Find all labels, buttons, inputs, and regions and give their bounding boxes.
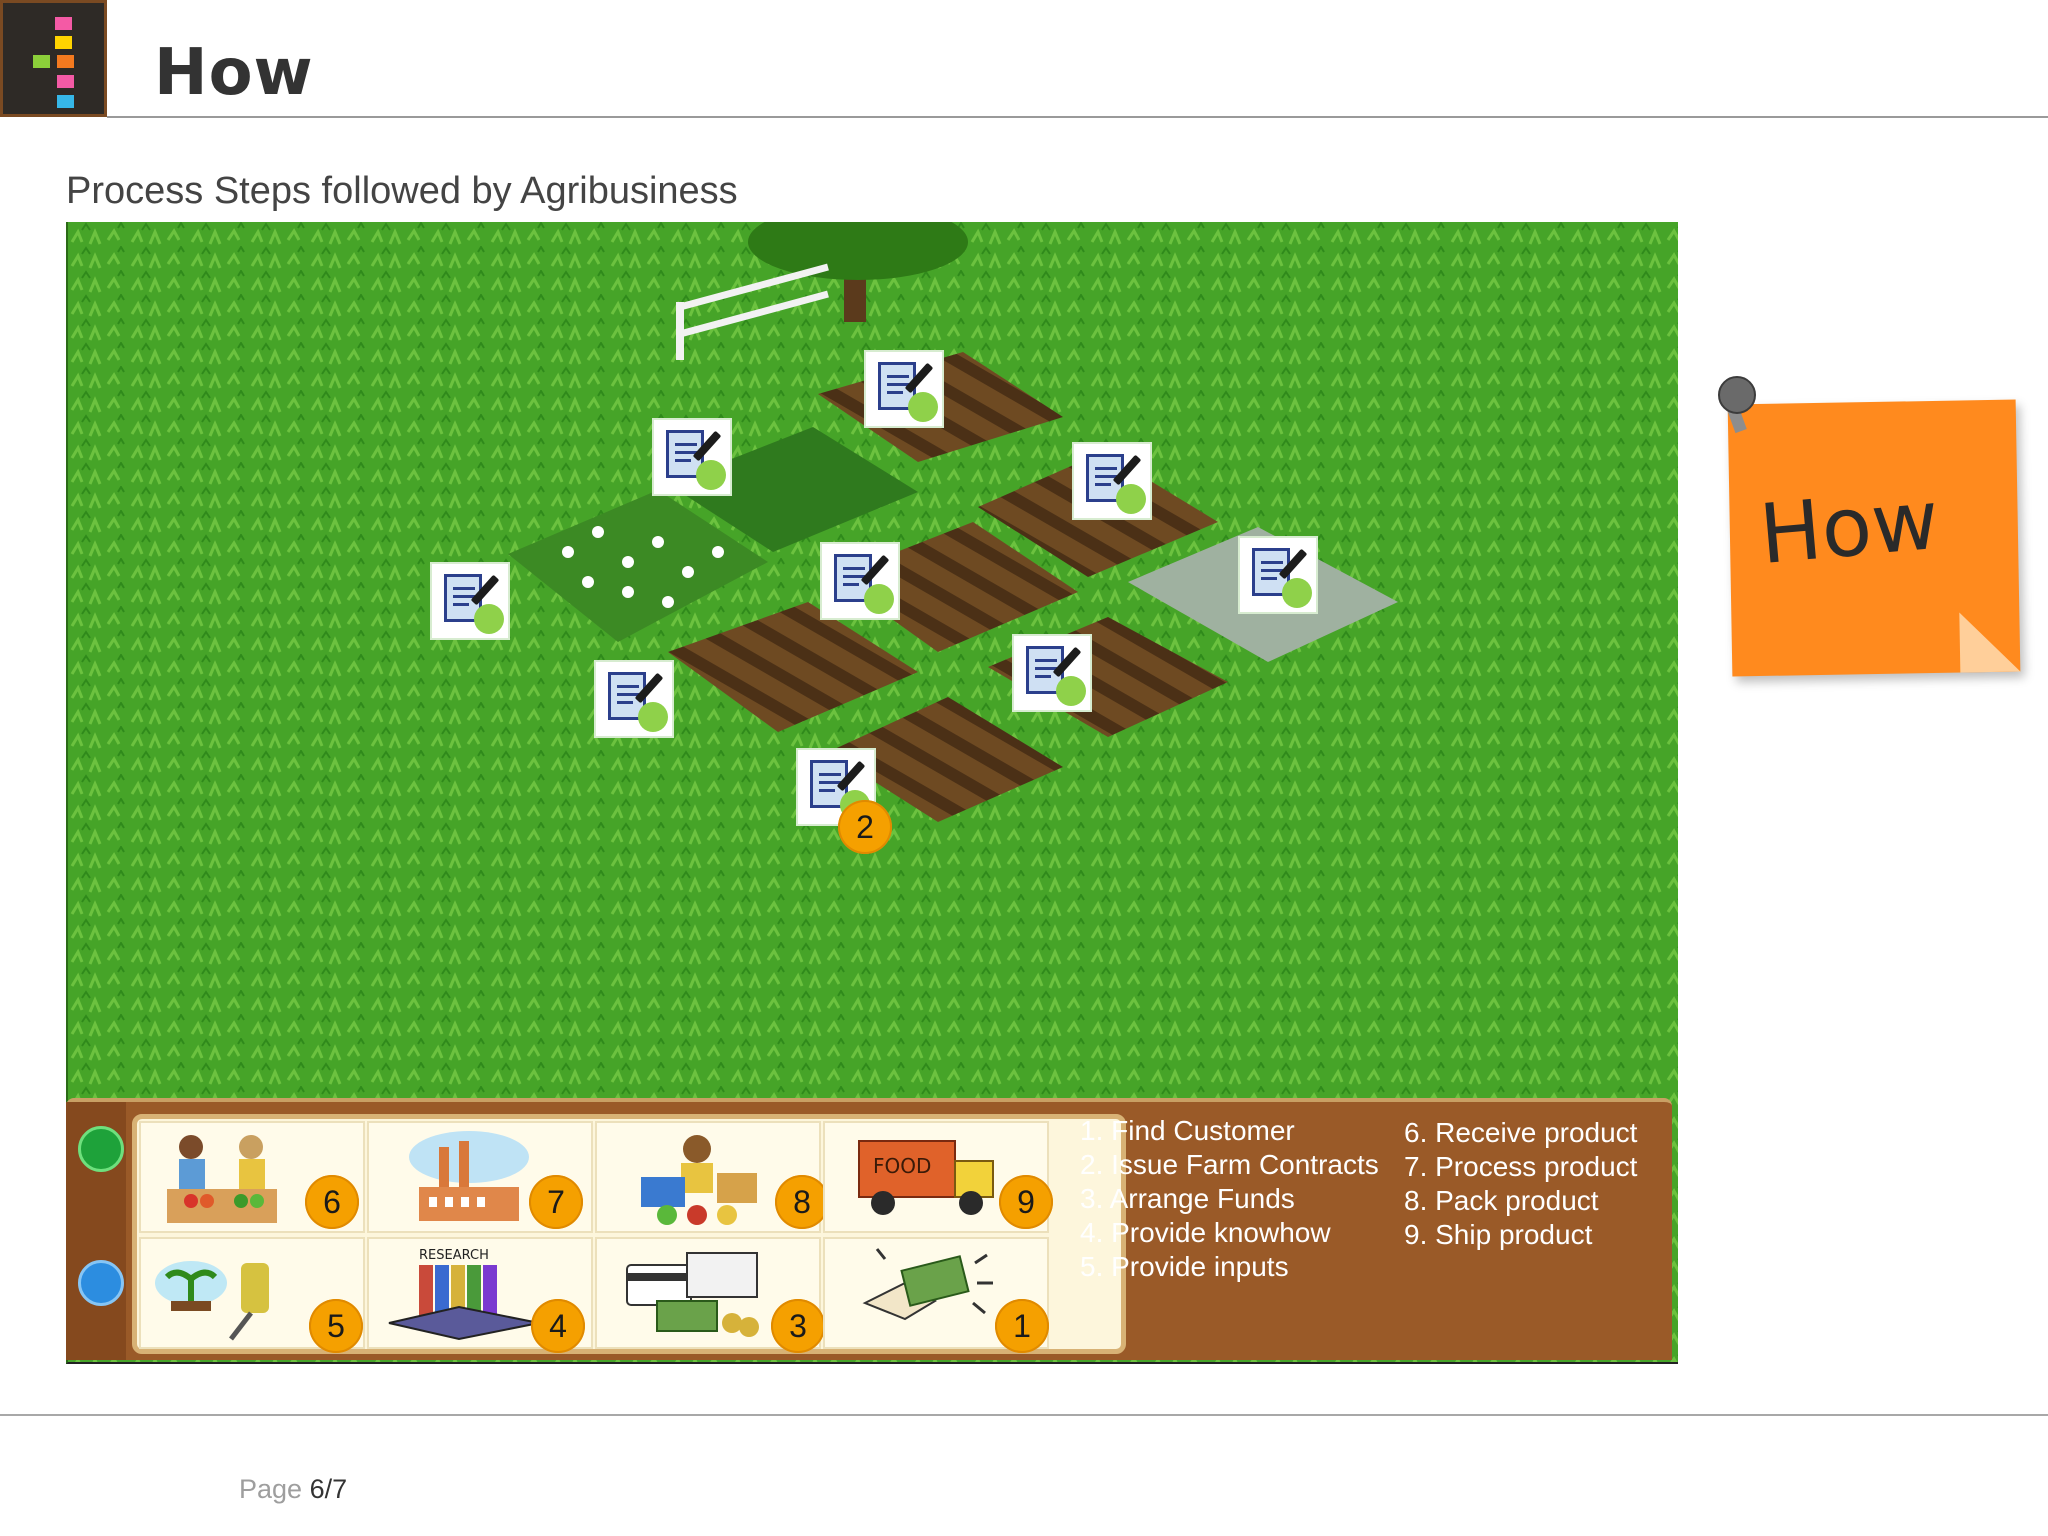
step-cell-5[interactable]: 5 <box>139 1237 365 1353</box>
header-divider <box>107 116 2048 118</box>
step-cell-7[interactable]: 7 <box>367 1121 593 1233</box>
step-badge: 9 <box>999 1175 1053 1229</box>
back-arrow-icon[interactable] <box>78 1260 124 1306</box>
factory-icon <box>409 1131 529 1221</box>
step-badge: 8 <box>775 1175 829 1229</box>
flowers <box>562 526 724 608</box>
contract-icon <box>430 562 510 640</box>
step-item: 6. Receive product <box>1404 1117 1638 1148</box>
step-panel: 6 7 8 FOOD <box>66 1098 1672 1360</box>
step-badge: 1 <box>995 1299 1049 1353</box>
steps-list-right: 6. Receive product 7. Process product 8.… <box>1404 1116 1637 1252</box>
step-item: 3. Arrange Funds <box>1080 1183 1295 1214</box>
step-badge: 7 <box>529 1175 583 1229</box>
step-badge: 2 <box>838 800 892 854</box>
step-item: 5. Provide inputs <box>1080 1251 1289 1282</box>
contract-icon <box>1012 634 1092 712</box>
logo-note <box>57 55 74 68</box>
packing-worker-icon <box>641 1135 757 1225</box>
svg-text:FOOD: FOOD <box>873 1154 931 1178</box>
step-badge: 3 <box>771 1299 825 1353</box>
step-cell-9[interactable]: FOOD 9 <box>823 1121 1053 1233</box>
market-vendors-icon <box>167 1135 277 1223</box>
step-item: 2. Issue Farm Contracts <box>1080 1149 1379 1180</box>
food-truck-icon: FOOD <box>858 1140 994 1215</box>
logo-note <box>33 55 50 68</box>
research-books-icon: RESEARCH <box>388 1248 540 1341</box>
step-item: 1. Find Customer <box>1080 1115 1295 1146</box>
seedling-sprayer-icon <box>155 1261 269 1341</box>
contract-icon <box>820 542 900 620</box>
fence <box>679 263 829 338</box>
logo-note <box>57 75 74 88</box>
money-cards-icon <box>626 1252 759 1337</box>
step-item: 8. Pack product <box>1404 1185 1599 1216</box>
contract-icon <box>1238 536 1318 614</box>
step-cell-8[interactable]: 8 <box>595 1121 829 1233</box>
step-item: 9. Ship product <box>1404 1219 1593 1250</box>
step-cell-6[interactable]: 6 <box>139 1121 365 1233</box>
next-arrow-icon[interactable] <box>78 1126 124 1172</box>
step-cell-1[interactable]: 1 <box>823 1237 1049 1353</box>
step-item: 4. Provide knowhow <box>1080 1217 1331 1248</box>
step-cell-3[interactable]: 3 <box>595 1237 825 1353</box>
contract-icon <box>864 350 944 428</box>
plot <box>508 490 768 642</box>
step-badge: 5 <box>309 1299 363 1353</box>
step-grid: 6 7 8 FOOD <box>132 1114 1126 1354</box>
tree-canopy <box>748 222 968 280</box>
step-badge: 4 <box>531 1299 585 1353</box>
panel-nav <box>66 1102 126 1360</box>
page-title: How <box>154 36 314 110</box>
pushpin-icon <box>1718 376 1756 414</box>
footer-divider <box>0 1414 2048 1416</box>
plot <box>668 602 918 732</box>
sticky-note: How <box>1727 399 2021 677</box>
contract-icon <box>594 660 674 738</box>
research-label: RESEARCH <box>419 1248 489 1263</box>
steps-list-left: 1. Find Customer 2. Issue Farm Contracts… <box>1080 1114 1379 1284</box>
step-cell-4[interactable]: RESEARCH 4 <box>367 1237 593 1353</box>
page-number: 6/7 <box>309 1474 348 1504</box>
note-fold <box>1959 611 2021 673</box>
page-indicator: Page 6/7 <box>239 1474 347 1505</box>
plot <box>668 427 918 552</box>
cash-hand-icon <box>862 1248 993 1321</box>
contract-icon <box>1072 442 1152 520</box>
plot <box>828 697 1063 822</box>
page-label: Page <box>239 1474 303 1504</box>
sticky-note-text: How <box>1756 472 1943 584</box>
step-badge: 6 <box>305 1175 359 1229</box>
logo-note <box>55 17 72 30</box>
logo-note <box>57 95 74 108</box>
slide-subtitle: Process Steps followed by Agribusiness <box>66 170 738 212</box>
logo-note <box>55 36 72 49</box>
contract-icon <box>652 418 732 496</box>
step-item: 7. Process product <box>1404 1151 1638 1182</box>
logo <box>0 0 107 117</box>
